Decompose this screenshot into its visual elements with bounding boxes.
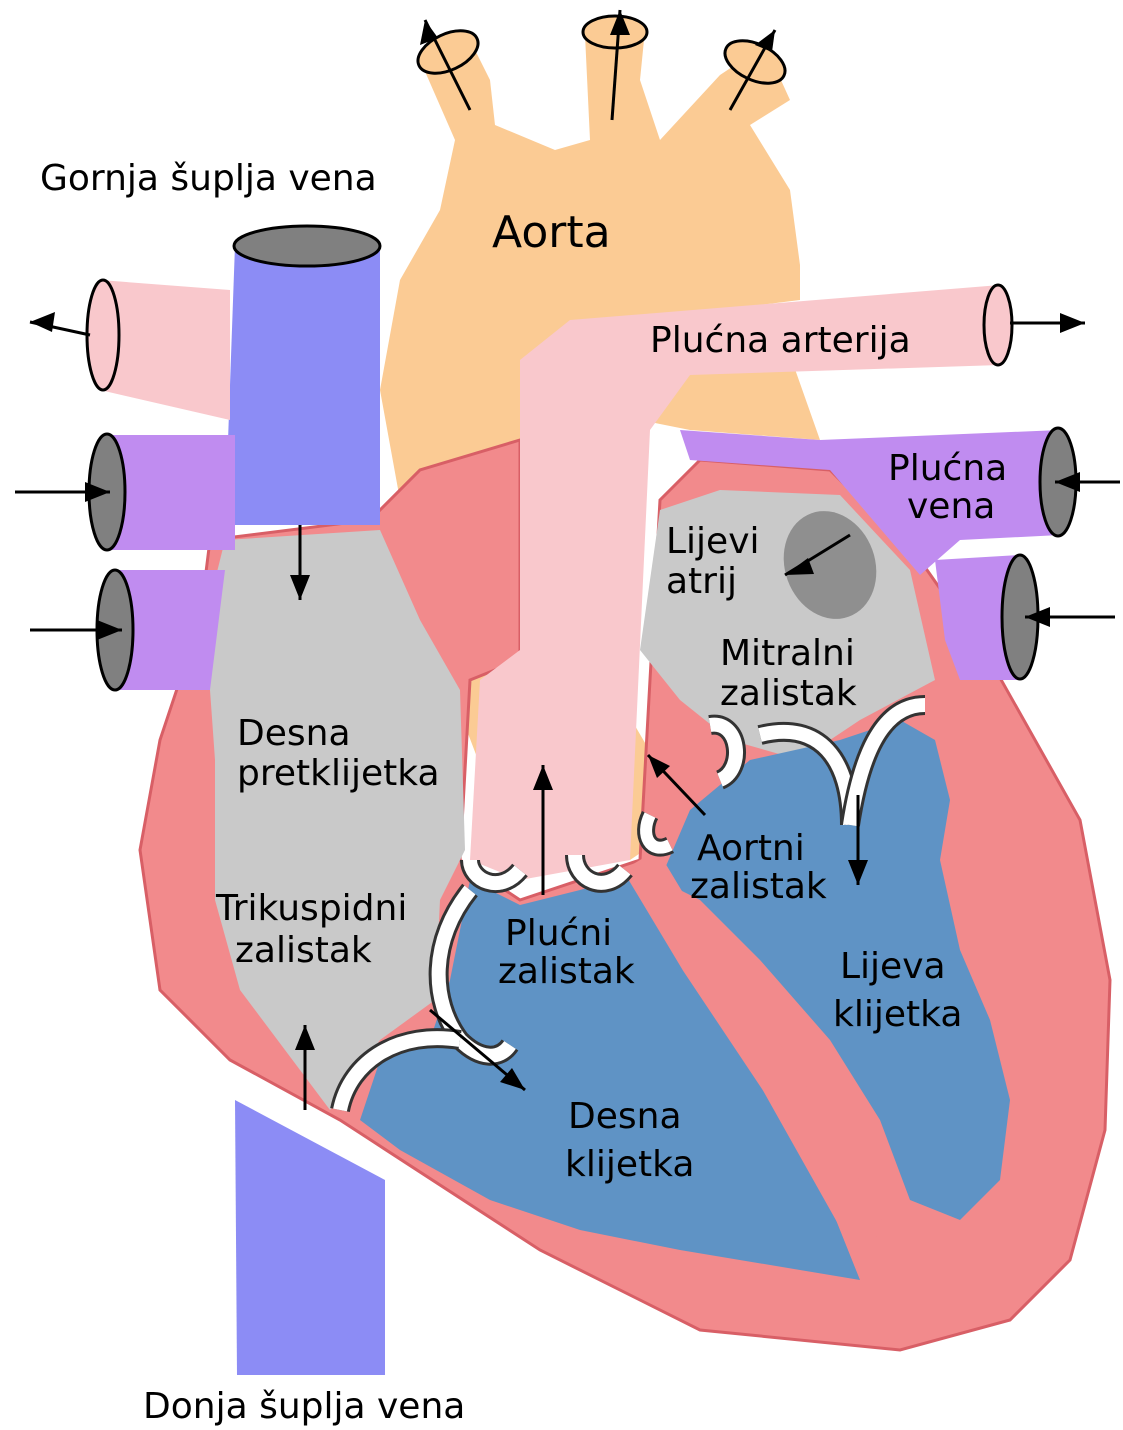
pulmonary-artery-left-opening — [87, 280, 119, 390]
arrow-pa-left-head — [30, 312, 55, 332]
label-aorta: Aorta — [492, 207, 611, 258]
label-right-ventricle-1: Desna — [568, 1096, 682, 1137]
label-inferior-vena-cava: Donja šuplja vena — [143, 1386, 465, 1427]
label-pulmonary-valve-2: zalistak — [498, 951, 635, 992]
label-pulmonary-vein-2: vena — [907, 486, 995, 527]
label-tricuspid-valve-1: Trikuspidni — [215, 888, 407, 929]
label-left-atrium-2: atrij — [666, 561, 737, 602]
superior-vena-cava — [225, 245, 380, 525]
label-aortic-valve-1: Aortni — [697, 828, 805, 869]
label-superior-vena-cava: Gornja šuplja vena — [40, 158, 377, 199]
label-pulmonary-artery: Plućna arterija — [650, 320, 911, 361]
label-right-atrium-2: pretklijetka — [237, 753, 440, 794]
label-left-ventricle-2: klijetka — [833, 994, 962, 1035]
pulmonary-artery-right-opening — [984, 285, 1012, 365]
label-aortic-valve-2: zalistak — [690, 866, 827, 907]
label-mitral-valve-2: zalistak — [720, 673, 857, 714]
label-pulmonary-valve-1: Plućni — [505, 913, 612, 954]
arrow-pa-right-head — [1060, 313, 1085, 333]
label-pulmonary-vein-1: Plućna — [888, 448, 1007, 489]
label-mitral-valve-1: Mitralni — [720, 633, 855, 674]
label-right-ventricle-2: klijetka — [565, 1144, 694, 1185]
label-right-atrium-1: Desna — [237, 713, 351, 754]
inferior-vena-cava — [235, 1100, 385, 1375]
label-tricuspid-valve-2: zalistak — [235, 930, 372, 971]
label-left-atrium-1: Lijevi — [666, 521, 760, 562]
superior-vena-cava-opening — [234, 226, 380, 266]
label-left-ventricle-1: Lijeva — [840, 946, 946, 987]
